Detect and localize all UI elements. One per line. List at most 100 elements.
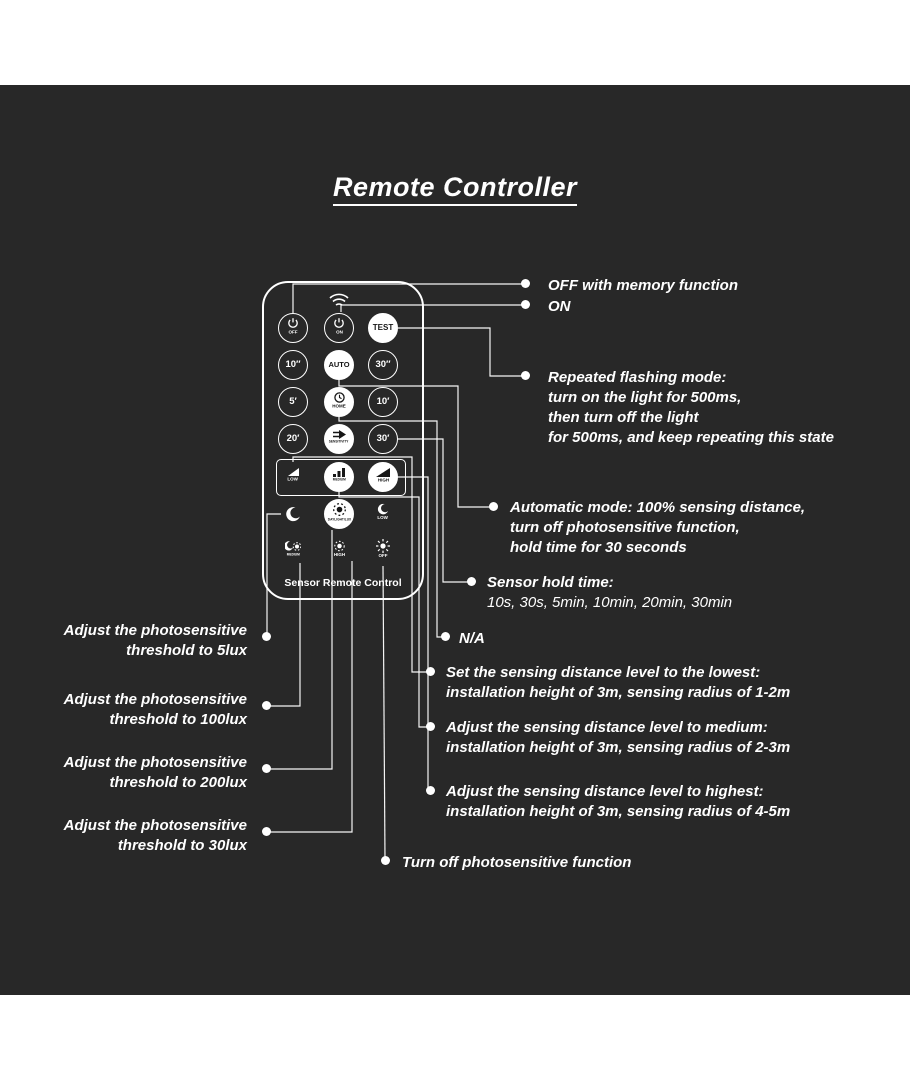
- sensitivity-button-label: SENSITIVITY: [329, 439, 349, 444]
- annotation-line: OFF with memory function: [548, 277, 738, 294]
- annotation-line: 10s, 30s, 5min, 10min, 20min, 30min: [487, 594, 733, 611]
- sun-icon: [376, 539, 390, 553]
- annotation-line: Adjust the photosensitive: [63, 622, 247, 639]
- moon-sun-medium-icon: [285, 540, 301, 551]
- lux-low-label: LOW: [377, 515, 389, 521]
- callout-dot: [262, 827, 271, 836]
- annotation-line: Set the sensing distance level to the lo…: [446, 664, 761, 681]
- annotation-line: Adjust the photosensitive: [63, 691, 247, 708]
- lux-off-button: OFF: [368, 536, 398, 566]
- moon-sun-high-icon: [333, 540, 345, 552]
- annotation-threshold-5lux: Adjust the photosensitive threshold to 5…: [64, 621, 247, 661]
- annotation-line: hold time for 30 seconds: [510, 539, 687, 556]
- remote-body: [262, 281, 424, 600]
- sensitivity-button: SENSITIVITY: [324, 424, 354, 454]
- annotation-line: Turn off photosensitive function: [402, 854, 632, 871]
- annotation-line: installation height of 3m, sensing radiu…: [446, 803, 791, 820]
- annotation-line: then turn off the light: [548, 409, 699, 426]
- annotation-distance-highest: Adjust the sensing distance level to hig…: [446, 782, 790, 822]
- annotation-na: N/A: [459, 629, 485, 649]
- callout-dot: [521, 279, 530, 288]
- annotation-distance-medium: Adjust the sensing distance level to med…: [446, 718, 790, 758]
- annotation-line: Adjust the photosensitive: [63, 754, 247, 771]
- on-button: ON: [324, 313, 354, 343]
- home-button: HOME: [324, 387, 354, 417]
- lux-medium-button: MEDIUM: [278, 536, 308, 566]
- annotation-line: Adjust the sensing distance level to hig…: [446, 783, 764, 800]
- auto-button: AUTO: [324, 350, 354, 380]
- timer-30min-label: 30′: [376, 433, 390, 445]
- annotation-line: Adjust the photosensitive: [63, 817, 247, 834]
- moon-icon: [286, 507, 300, 522]
- callout-dot: [426, 722, 435, 731]
- callout-dot: [441, 632, 450, 641]
- signal-medium-icon: [333, 467, 345, 477]
- annotation-line: Sensor hold time:: [487, 574, 614, 591]
- night-threshold-button: [278, 499, 308, 529]
- callout-dot: [262, 701, 271, 710]
- callout-dot: [521, 300, 530, 309]
- annotation-line: threshold to 200lux: [109, 774, 247, 791]
- distance-low-button: LOW: [278, 462, 308, 492]
- annotation-line: turn off photosensitive function,: [510, 519, 740, 536]
- test-button: TEST: [368, 313, 398, 343]
- arrow-right-icon: [332, 429, 346, 439]
- annotation-threshold-100lux: Adjust the photosensitive threshold to 1…: [64, 690, 247, 730]
- timer-10min-label: 10′: [376, 396, 390, 408]
- power-icon: [288, 318, 298, 328]
- lux-off-label: OFF: [378, 553, 388, 559]
- timer-20min-label: 20′: [286, 433, 300, 445]
- annotation-line: installation height of 3m, sensing radiu…: [446, 684, 791, 701]
- timer-10min-button: 10′: [368, 387, 398, 417]
- annotation-line: installation height of 3m, sensing radiu…: [446, 739, 791, 756]
- annotation-line: Automatic mode: 100% sensing distance,: [510, 499, 806, 516]
- annotation-threshold-200lux: Adjust the photosensitive threshold to 2…: [64, 753, 247, 793]
- lux-high-label: HIGH: [333, 552, 345, 558]
- annotation-line: turn on the light for 500ms,: [548, 389, 742, 406]
- wifi-waves-icon: [329, 293, 349, 306]
- callout-dot: [426, 786, 435, 795]
- annotation-line: Adjust the sensing distance level to med…: [446, 719, 768, 736]
- signal-high-icon: [376, 467, 390, 477]
- auto-button-label: AUTO: [328, 360, 350, 370]
- timer-5min-label: 5′: [289, 396, 297, 408]
- annotation-flashing-mode: Repeated flashing mode: turn on the ligh…: [548, 368, 834, 448]
- lux-low-button: LOW: [368, 499, 398, 529]
- sensing-distance-group-box: [276, 459, 406, 496]
- timer-10s-button: 10″: [278, 350, 308, 380]
- annotation-line: N/A: [459, 630, 485, 647]
- timer-20min-button: 20′: [278, 424, 308, 454]
- distance-high-label: HIGH: [377, 477, 389, 483]
- callout-dot: [262, 764, 271, 773]
- annotation-line: ON: [548, 298, 571, 315]
- lux-medium-label: MEDIUM: [286, 552, 300, 557]
- callout-dot: [489, 502, 498, 511]
- lux-high-button: HIGH: [324, 536, 354, 566]
- timer-5min-button: 5′: [278, 387, 308, 417]
- daylight-lux-button: DAYLIGHT/LUX: [324, 499, 354, 529]
- callout-dot: [521, 371, 530, 380]
- annotation-line: threshold to 100lux: [109, 711, 247, 728]
- dark-background: [0, 85, 910, 995]
- annotation-on: ON: [548, 297, 571, 317]
- annotation-distance-lowest: Set the sensing distance level to the lo…: [446, 663, 790, 703]
- annotation-line: threshold to 5lux: [126, 642, 247, 659]
- moon-small-icon: [377, 503, 389, 515]
- distance-high-button: HIGH: [368, 462, 398, 492]
- annotation-line: threshold to 30lux: [117, 837, 247, 854]
- timer-30min-button: 30′: [368, 424, 398, 454]
- annotation-threshold-30lux: Adjust the photosensitive threshold to 3…: [64, 816, 247, 856]
- home-button-label: HOME: [332, 403, 346, 409]
- test-button-label: TEST: [372, 323, 394, 332]
- callout-dot: [467, 577, 476, 586]
- off-button-label: OFF: [288, 329, 298, 335]
- signal-low-icon: [287, 468, 299, 476]
- annotation-sensor-hold-time: Sensor hold time: 10s, 30s, 5min, 10min,…: [487, 573, 732, 613]
- annotation-line: for 500ms, and keep repeating this state: [548, 429, 834, 446]
- sun-dashed-icon: [332, 502, 346, 516]
- daylight-lux-label: DAYLIGHT/LUX: [327, 517, 351, 522]
- timer-10s-label: 10″: [285, 359, 301, 371]
- off-button: OFF: [278, 313, 308, 343]
- power-icon: [334, 318, 344, 328]
